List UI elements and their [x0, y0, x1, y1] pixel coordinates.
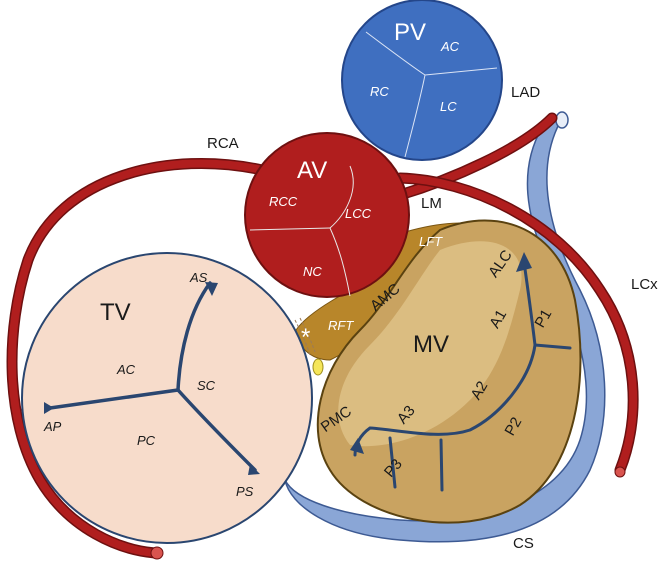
tv-as-tip [205, 282, 218, 296]
mv-a2-label: A2 [467, 378, 491, 402]
lcx-end [614, 466, 626, 478]
mv-pmc-tip [350, 438, 364, 454]
rca-label: RCA [207, 135, 239, 152]
aortic-commissures [249, 165, 354, 297]
av-nc-label: NC [303, 264, 322, 279]
pv-rc-label: RC [370, 84, 389, 99]
tricuspid-leaflet-lines [48, 281, 257, 472]
pv-lc-label: LC [440, 99, 457, 114]
av-label: AV [297, 157, 327, 184]
mv-p1-label: P1 [531, 306, 555, 330]
mitral-anterior-leaflet [338, 241, 522, 447]
his-marker: * [301, 324, 310, 351]
tv-label: TV [100, 299, 131, 326]
tv-ps-tip [248, 464, 260, 475]
aortic-valve [244, 132, 410, 298]
pv-ac-label: AC [440, 39, 460, 54]
rca-end [150, 546, 164, 560]
tv-ap-label: AP [43, 419, 62, 434]
tv-as-label: AS [189, 270, 208, 285]
mv-alc-tip [516, 252, 532, 272]
lad-label: LAD [511, 84, 540, 101]
mv-label: MV [413, 331, 449, 358]
lft-label: LFT [419, 234, 443, 249]
tv-sc-label: SC [197, 378, 216, 393]
his-bundle-node [312, 358, 324, 376]
av-rcc-label: RCC [269, 194, 298, 209]
pulmonary-commissures [365, 31, 498, 158]
lcx-label: LCx [631, 276, 658, 293]
tv-ap-tip [44, 402, 54, 414]
tricuspid-valve [21, 252, 313, 544]
cs-label: CS [513, 535, 534, 552]
tv-ac-label: AC [116, 362, 136, 377]
pv-label: PV [394, 19, 426, 46]
pulmonary-valve [341, 0, 503, 161]
tv-pc-label: PC [137, 433, 156, 448]
lad-vessel-fill [396, 114, 556, 199]
lcx-vessel-fill [396, 174, 638, 474]
av-lcc-label: LCC [345, 206, 372, 221]
lm-label: LM [421, 195, 442, 212]
rca-vessel-fill [8, 159, 266, 557]
mitral-coaptation-line [353, 260, 572, 492]
mv-a1-label: A1 [486, 307, 510, 331]
tv-ps-label: PS [236, 484, 254, 499]
coronary-sinus-end [555, 111, 569, 129]
conduction-tract-dots [294, 317, 316, 356]
mv-p2-label: P2 [501, 414, 525, 438]
rft-label: RFT [328, 318, 354, 333]
